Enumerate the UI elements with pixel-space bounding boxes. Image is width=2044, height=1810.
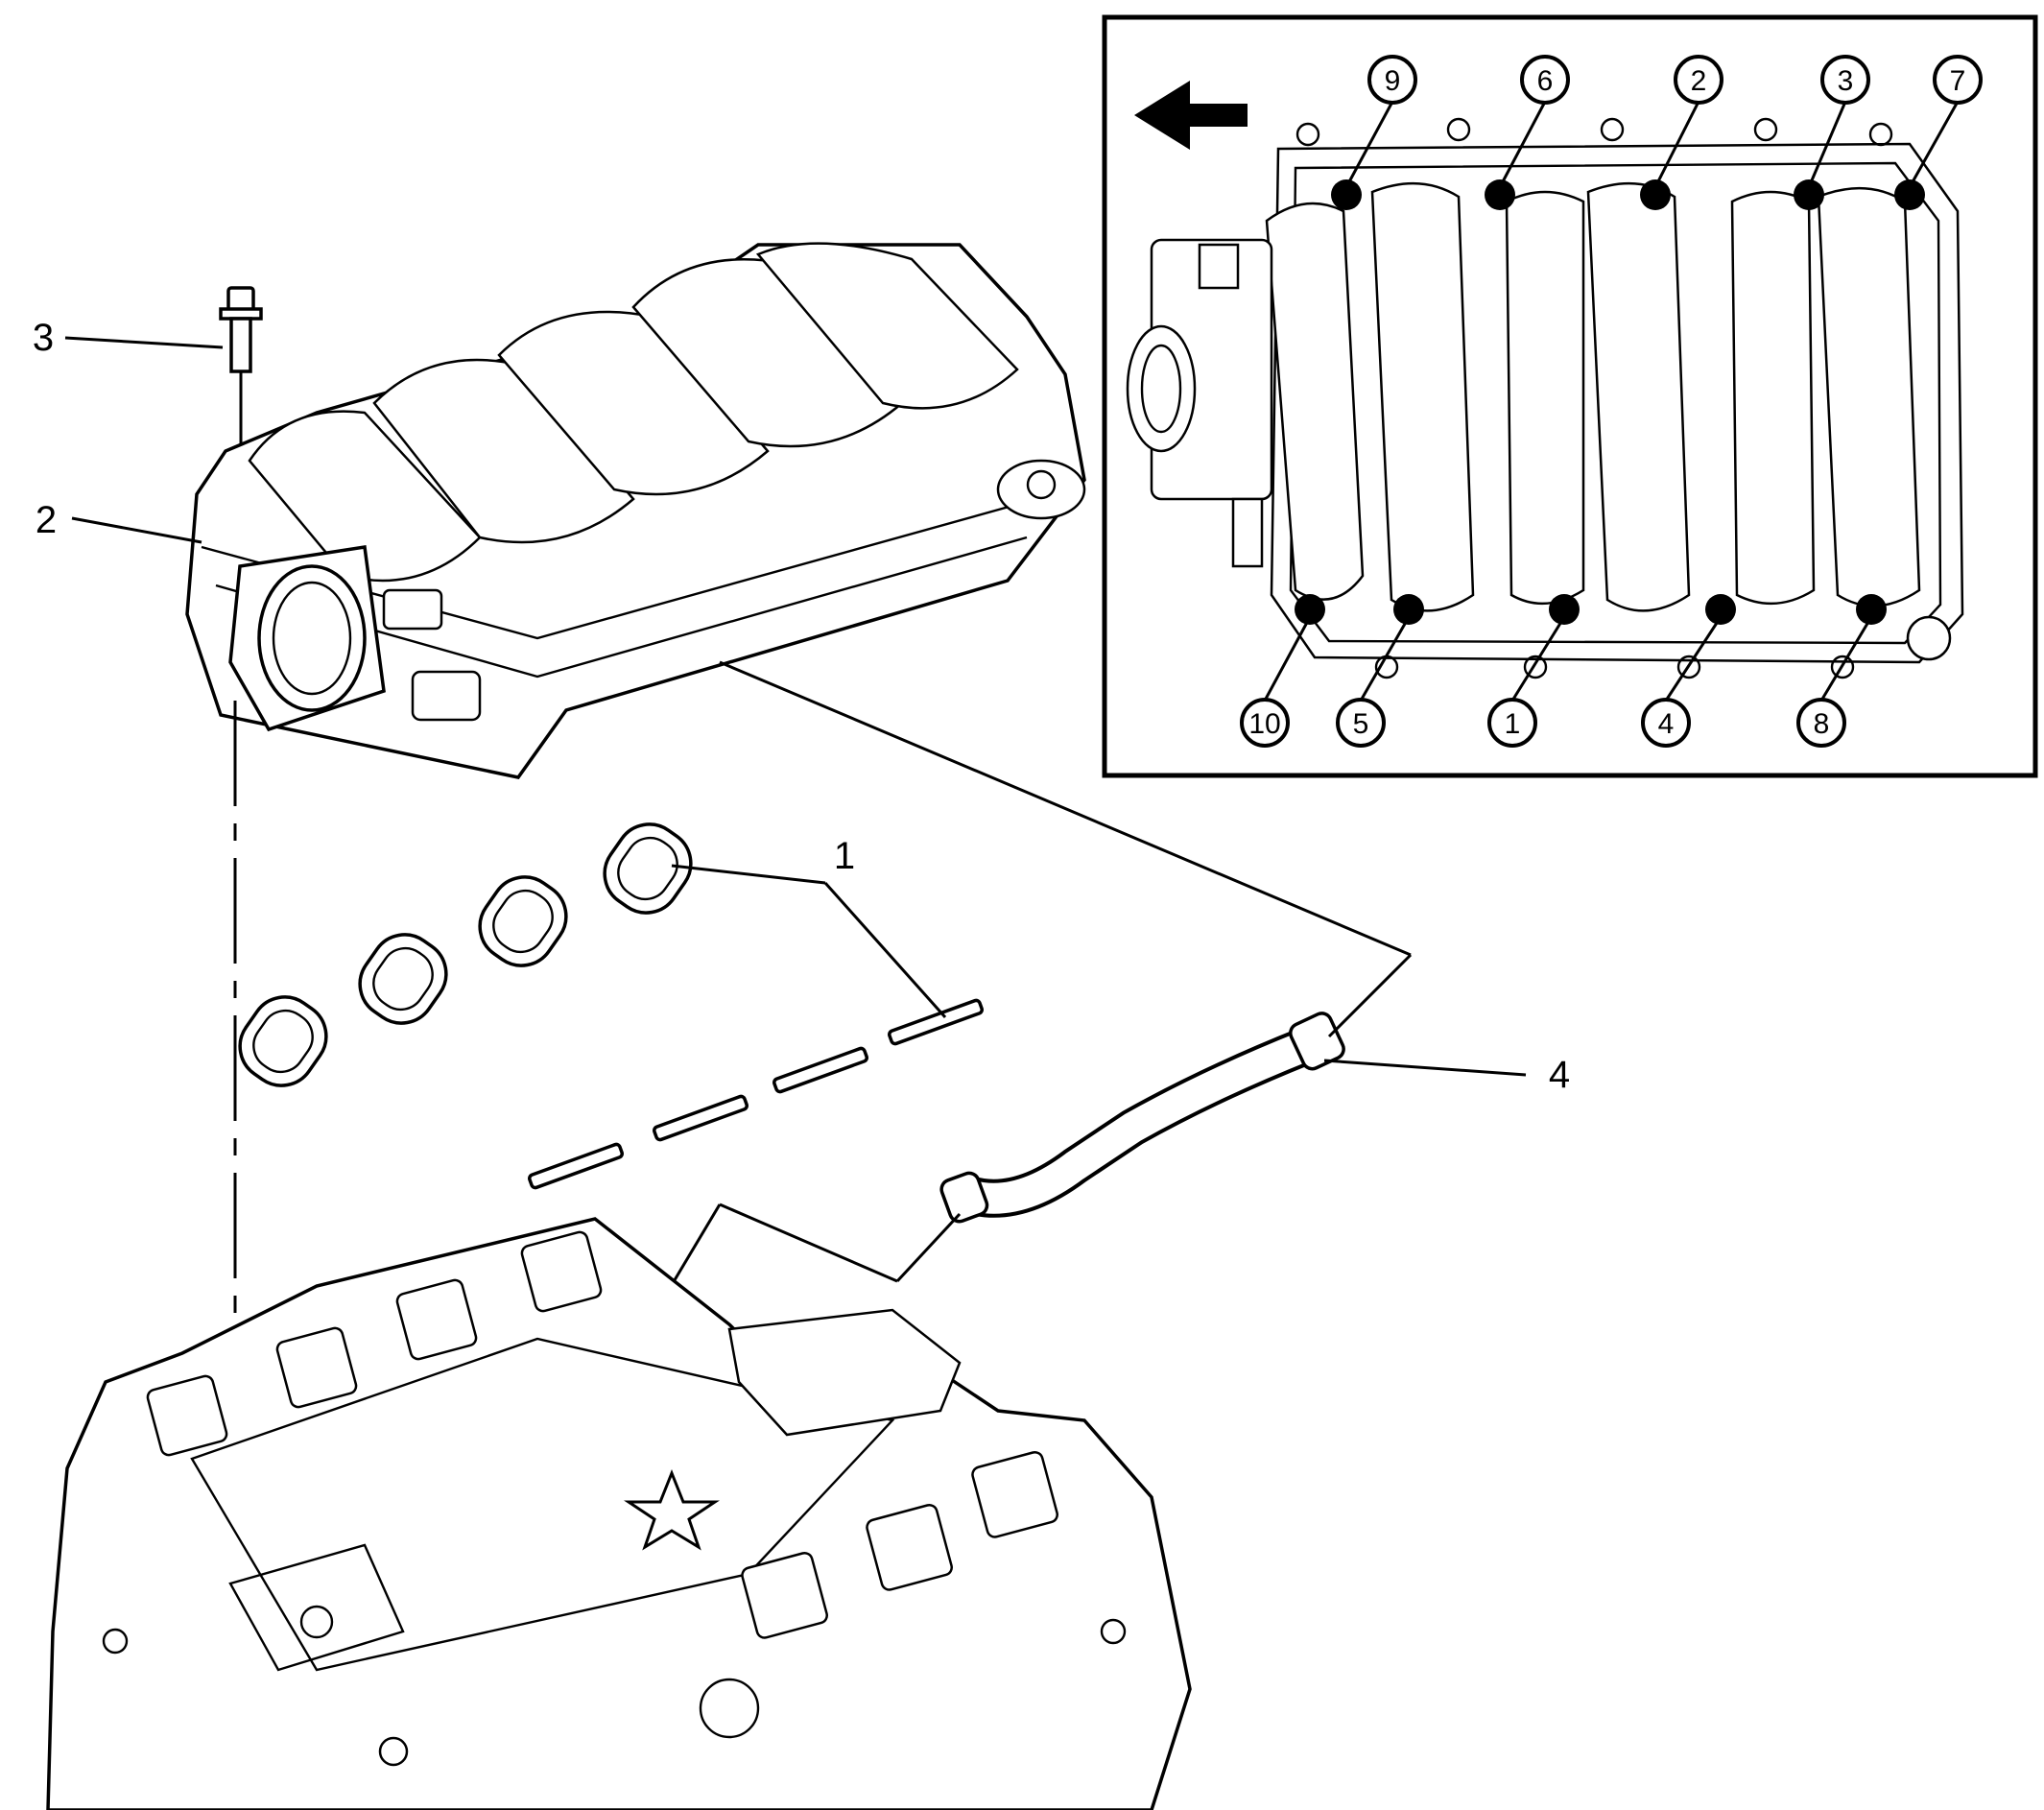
svg-text:8: 8 <box>1814 708 1830 740</box>
intake-manifold <box>185 242 1086 779</box>
svg-text:6: 6 <box>1537 65 1554 97</box>
sequence-top-row: 9 6 2 3 7 <box>1367 55 1983 105</box>
sequence-badge: 8 <box>1796 698 1846 748</box>
svg-text:7: 7 <box>1950 65 1966 97</box>
left-arrow-icon <box>1134 81 1248 150</box>
callout-label-1: 1 <box>834 835 855 877</box>
callout-label-2: 2 <box>36 499 57 541</box>
sequence-badge: 7 <box>1933 55 1983 105</box>
sequence-badge: 3 <box>1820 55 1870 105</box>
bolt-markers <box>1295 179 1925 625</box>
intake-gaskets <box>238 822 985 1190</box>
vacuum-hose <box>939 1012 1345 1224</box>
sequence-badge: 5 <box>1336 698 1386 748</box>
svg-text:10: 10 <box>1248 708 1280 740</box>
callout-label-3: 3 <box>33 317 54 359</box>
manifold-top-view <box>1126 117 1964 679</box>
engine-assembly <box>46 1217 1192 1810</box>
tightening-sequence-inset: 9 6 2 3 7 10 <box>1102 14 2038 778</box>
callout-label-4: 4 <box>1549 1054 1570 1096</box>
sequence-bottom-row: 10 5 1 4 8 <box>1240 698 1846 748</box>
sequence-badge: 6 <box>1520 55 1570 105</box>
manifold-bolt <box>219 286 263 461</box>
svg-text:2: 2 <box>1691 65 1707 97</box>
svg-text:4: 4 <box>1658 708 1675 740</box>
svg-text:5: 5 <box>1353 708 1369 740</box>
svg-text:9: 9 <box>1385 65 1401 97</box>
sequence-badge: 10 <box>1240 698 1290 748</box>
sequence-badge: 9 <box>1367 55 1417 105</box>
sequence-badge: 4 <box>1641 698 1691 748</box>
throttle-body <box>1126 238 1273 568</box>
sequence-badge: 2 <box>1674 55 1723 105</box>
star-emblem <box>624 1468 720 1551</box>
svg-text:3: 3 <box>1838 65 1854 97</box>
svg-text:1: 1 <box>1505 708 1521 740</box>
sequence-badge: 1 <box>1487 698 1537 748</box>
